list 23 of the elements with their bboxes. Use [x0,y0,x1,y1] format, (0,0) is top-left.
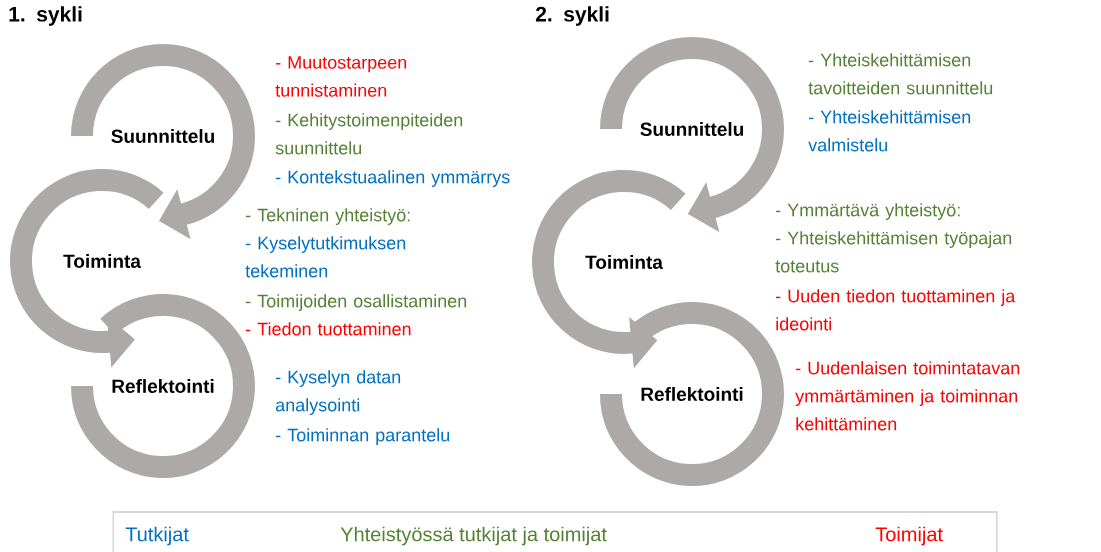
list-item: - Ymmärtävä yhteistyö: [776,203,960,220]
list-item: - Toiminnan parantelu [276,428,450,445]
legend-entry: Yhteistyössä tutkijat ja toimijat [340,526,607,546]
list-item: - Yhteiskehittämisen tavoitteiden suunnittelu [808,53,993,95]
list-item: - Kontekstuaalinen ymmärrys [276,170,510,187]
list-item: - Toimijoiden osallistaminen [246,294,467,311]
stage-label: Toiminta [585,255,663,269]
stage-label: Suunnittelu [640,122,743,136]
stage-label: Toiminta [63,254,141,268]
list-item: - Kehitystoimenpiteiden suunnittelu [275,113,463,155]
list-item: - Yhteiskehittämisen valmistelu [808,110,971,152]
list-item: - Muutostarpeen tunnistaminen [275,56,407,97]
list-item: - Uuden tiedon tuottaminen ja ideointi [776,289,1016,331]
cycle-heading: 2. sykli [535,6,609,26]
stage-label: Suunnittelu [111,129,214,143]
legend-entry: Toimijat [875,526,943,546]
list-item: - Tiedon tuottaminen [246,322,411,336]
list-item: - Yhteiskehittämisen työpajan toteutus [775,231,1012,273]
cycle-heading: 1. sykli [9,6,82,26]
list-item: - Kyselyn datan analysointi [275,370,401,415]
list-item: - Kyselytutkimuksen tekeminen [245,236,406,278]
list-item: - Tekninen yhteistyö: [246,208,410,225]
legend-entry: Tutkijat [125,526,189,546]
